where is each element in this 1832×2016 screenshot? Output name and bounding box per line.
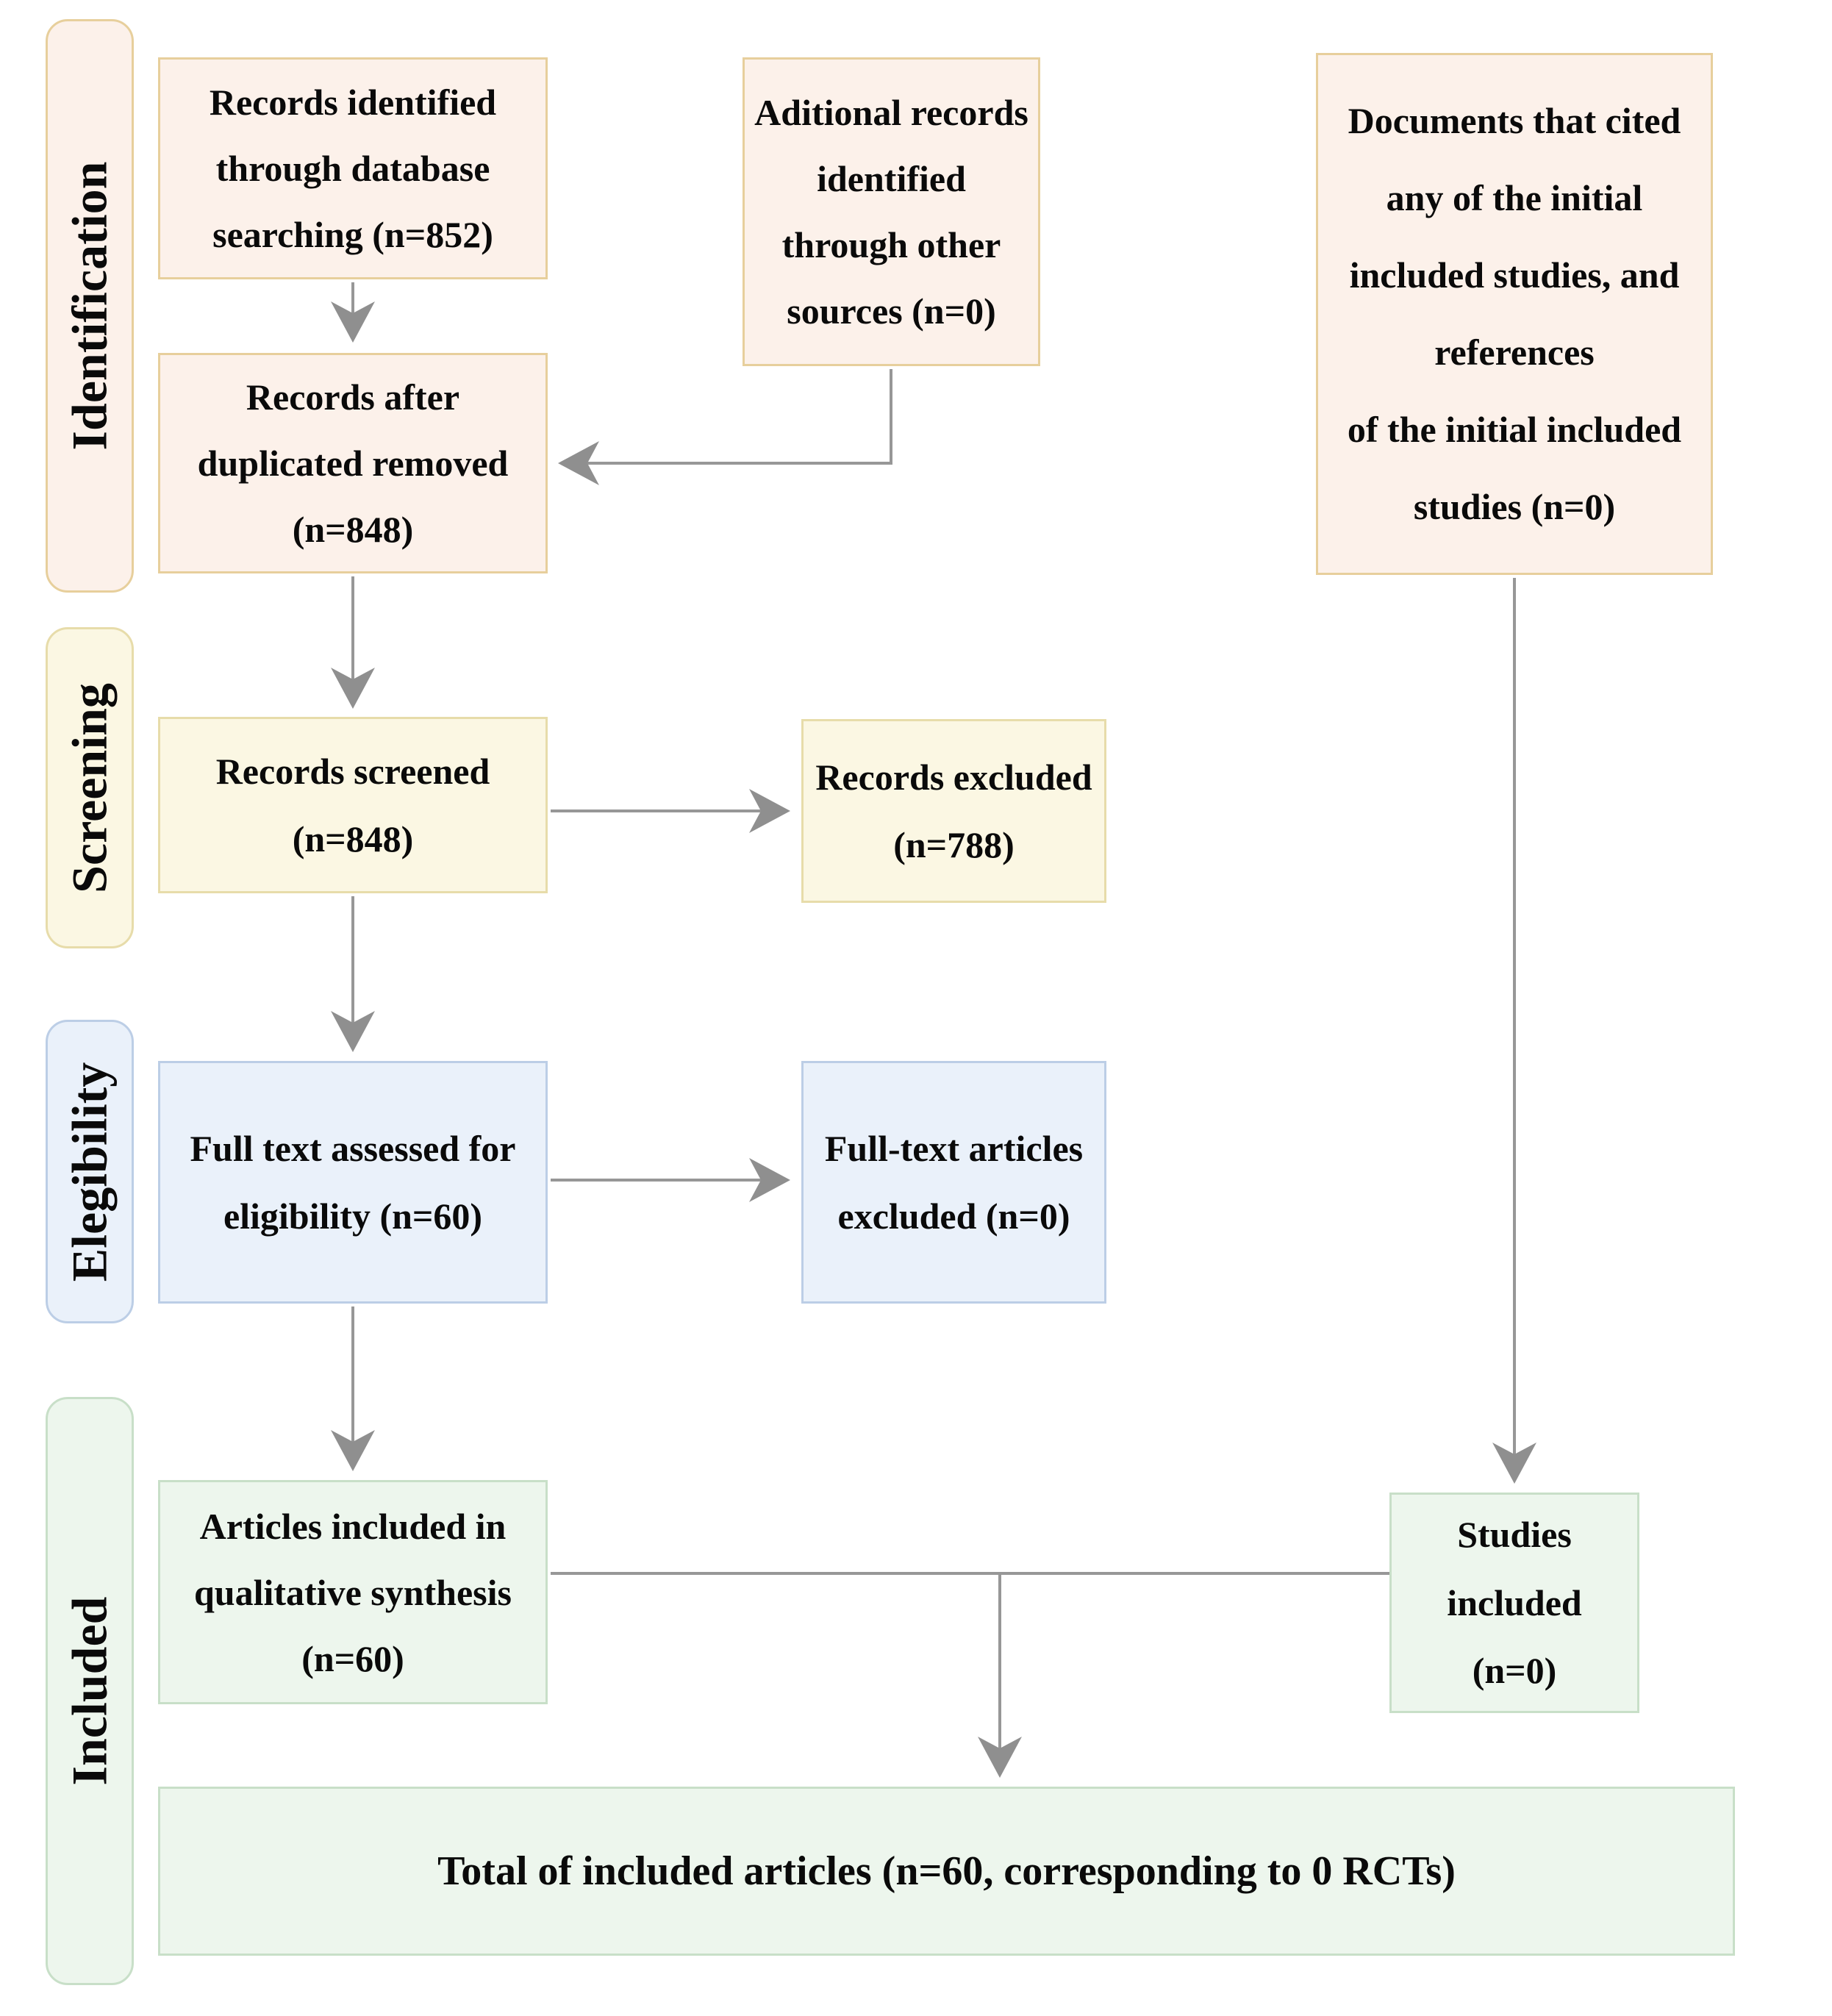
box-records-excluded: Records excluded (n=788) (801, 719, 1106, 903)
stage-label-identification: Identification (61, 161, 118, 451)
stage-identification: Identification (46, 19, 134, 593)
arrow-additional-to-dedup (558, 369, 892, 485)
box-articles-included: Articles included in qualitative synthes… (158, 1480, 548, 1704)
box-additional-records: Aditional records identified through oth… (743, 57, 1040, 366)
box-records-after-dedup: Records after duplicated removed (n=848) (158, 353, 548, 573)
box-records-screened-text: Records screened (n=848) (215, 750, 490, 860)
box-records-identified: Records identified through database sear… (158, 57, 548, 279)
box-full-text-excluded: Full-text articles excluded (n=0) (801, 1061, 1106, 1304)
box-total-included: Total of included articles (n=60, corres… (158, 1787, 1735, 1956)
box-records-identified-text: Records identified through database sear… (209, 82, 497, 255)
stage-label-eligibility: Elegibility (61, 1062, 118, 1282)
stage-label-included: Included (61, 1596, 118, 1786)
stage-label-screening: Screening (61, 682, 118, 893)
box-records-screened: Records screened (n=848) (158, 717, 548, 893)
stage-included: Included (46, 1397, 134, 1985)
box-articles-included-text: Articles included in qualitative synthes… (193, 1505, 512, 1679)
box-total-included-text: Total of included articles (n=60, corres… (437, 1848, 1456, 1894)
box-studies-included: Studies included (n=0) (1389, 1493, 1639, 1713)
box-additional-records-text: Aditional records identified through oth… (754, 92, 1028, 332)
box-full-text-excluded-text: Full-text articles excluded (n=0) (824, 1127, 1084, 1237)
stage-eligibility: Elegibility (46, 1020, 134, 1323)
box-documents-cited: Documents that cited any of the initial … (1316, 53, 1713, 575)
box-records-after-dedup-text: Records after duplicated removed (n=848) (197, 376, 509, 550)
stage-screening: Screening (46, 627, 134, 948)
box-studies-included-text: Studies included (n=0) (1447, 1514, 1582, 1692)
box-full-text-assessed-text: Full text assessed for eligibility (n=60… (190, 1127, 516, 1237)
box-full-text-assessed: Full text assessed for eligibility (n=60… (158, 1061, 548, 1304)
box-records-excluded-text: Records excluded (n=788) (815, 756, 1092, 866)
box-documents-cited-text: Documents that cited any of the initial … (1347, 100, 1682, 527)
